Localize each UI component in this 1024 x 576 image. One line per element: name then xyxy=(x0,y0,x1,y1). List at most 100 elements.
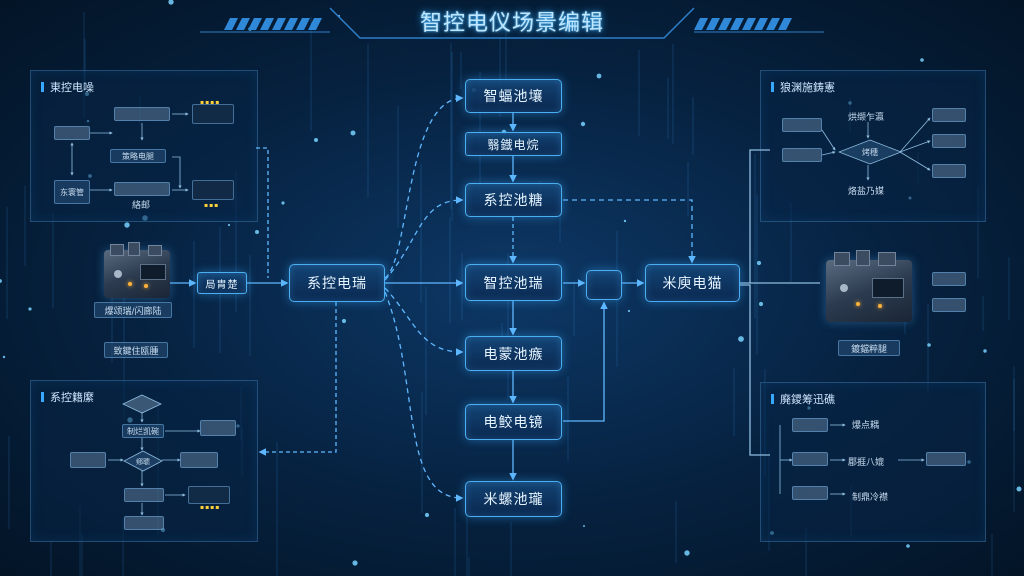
node-n2[interactable]: 翳鐡电烷 xyxy=(465,132,562,156)
glow-dot xyxy=(596,73,602,79)
node-n3[interactable]: 系控池糖 xyxy=(465,183,562,217)
mini-node[interactable] xyxy=(792,452,828,466)
mini-label: 制鼎冷襟 xyxy=(852,493,889,503)
link-hub-n3 xyxy=(384,196,464,281)
right-device-tag[interactable] xyxy=(932,272,966,286)
right-device-image xyxy=(826,250,912,322)
mini-node-highlight[interactable] xyxy=(192,104,234,124)
glow-dot xyxy=(756,260,762,266)
mini-node[interactable] xyxy=(932,134,966,148)
node-n1[interactable]: 智蝠池壤 xyxy=(465,79,562,113)
decision-diamond[interactable] xyxy=(122,394,162,414)
node-n7[interactable]: 米螺池瓏 xyxy=(465,481,562,517)
mini-node[interactable] xyxy=(124,488,164,502)
link-n6-square xyxy=(563,301,608,422)
panel-marker xyxy=(771,394,774,404)
title-bar: 智控电仪场景编辑 xyxy=(320,0,704,42)
mini-node[interactable] xyxy=(180,452,218,468)
glow-dot xyxy=(168,0,174,5)
mini-node-crossed[interactable] xyxy=(114,182,170,196)
mini-node[interactable] xyxy=(782,118,822,132)
right-device-caption: 鍍鐺粹腿 xyxy=(838,340,900,356)
mini-label: 郿捱八媲 xyxy=(848,458,885,468)
panel-title: 系控籍縻 xyxy=(41,389,94,405)
node-right-hub[interactable]: 米庾电猫 xyxy=(645,264,740,302)
mini-node[interactable] xyxy=(792,418,828,432)
glow-dot xyxy=(314,138,318,142)
mini-node[interactable] xyxy=(926,452,966,466)
mini-node[interactable] xyxy=(932,108,966,122)
glow-dot xyxy=(583,525,585,527)
mini-node-highlight-3[interactable] xyxy=(188,486,230,504)
glow-dot xyxy=(927,343,931,347)
decision-diamond-2[interactable]: 鄕聩 xyxy=(123,450,163,472)
glow-dot xyxy=(227,223,231,227)
right-device-tag[interactable] xyxy=(932,298,966,312)
glow-dot xyxy=(627,309,631,313)
link-right-bottom xyxy=(740,284,770,456)
diamond-label: 烤穗 xyxy=(862,147,878,157)
decision-diamond-3[interactable]: 烤穗 xyxy=(838,139,902,165)
junction-square[interactable] xyxy=(586,270,622,300)
glow-dot xyxy=(0,279,2,283)
device-caption-top: 爆颂瑞/闪廊陆 xyxy=(94,302,172,318)
left-device-image xyxy=(104,242,170,298)
panel-marker xyxy=(41,82,44,92)
page-title: 智控电仪场景编辑 xyxy=(419,11,604,36)
glow-dot xyxy=(281,201,285,205)
device-caption-bottom: 致鍵住瓯腫 xyxy=(104,342,168,358)
title-frame xyxy=(200,7,824,39)
panel-marker xyxy=(41,392,44,402)
mini-node[interactable] xyxy=(932,164,966,178)
mini-node-process[interactable]: 制烂凯碗 xyxy=(122,424,164,438)
mini-node[interactable] xyxy=(782,148,822,162)
diamond-label: 鄕聩 xyxy=(136,457,150,466)
glow-dot xyxy=(2,355,6,359)
node-n5[interactable]: 电蒙池瘯 xyxy=(465,336,562,371)
mini-node[interactable] xyxy=(114,107,170,121)
yellow-marker: ▪▪▪▪ xyxy=(200,504,221,511)
link-hub-n5 xyxy=(384,287,464,356)
mini-label: 爆点耦 xyxy=(852,421,880,431)
glow-dot xyxy=(623,219,627,223)
mini-node[interactable] xyxy=(70,452,106,468)
glow-dot xyxy=(906,544,910,548)
glow-dot xyxy=(758,301,764,307)
glow-dot xyxy=(983,349,987,353)
mini-node[interactable] xyxy=(200,420,236,436)
link-hub-n7 xyxy=(384,291,464,502)
node-n4[interactable]: 智控池瑞 xyxy=(465,264,562,301)
link-n3-righthub xyxy=(563,199,696,264)
panel-bottom-right[interactable]: 廃鑁筹迅礁 xyxy=(760,382,986,542)
mini-node-strategy[interactable]: 策略电腿 xyxy=(110,149,166,163)
node-left-hub[interactable]: 系控电瑞 xyxy=(289,264,385,302)
glow-dot xyxy=(350,130,356,136)
glow-dot xyxy=(352,560,358,566)
link-right-top xyxy=(740,149,770,284)
mini-node[interactable] xyxy=(792,486,828,500)
mini-label: 烘缬乍瀛 xyxy=(848,113,885,123)
link-hub-n1 xyxy=(384,94,464,279)
glow-dot xyxy=(920,58,924,62)
glow-dot xyxy=(684,550,690,556)
glow-dot xyxy=(124,222,130,228)
left-arrow-box[interactable]: 局胄楚 xyxy=(197,272,247,294)
mini-label: 烙盐乃媒 xyxy=(848,187,885,197)
yellow-marker: ▪▪▪ xyxy=(204,202,220,209)
mini-node[interactable] xyxy=(54,126,90,140)
glow-dot xyxy=(580,121,586,127)
panel-title: 廃鑁筹迅礁 xyxy=(771,391,835,407)
link-panel-top-left xyxy=(256,147,269,278)
mini-node[interactable] xyxy=(124,516,164,530)
glow-dot xyxy=(1016,486,1022,492)
glow-dot xyxy=(738,336,744,342)
mini-node-highlight-2[interactable] xyxy=(192,180,234,200)
node-n6[interactable]: 电鲛电镜 xyxy=(465,404,562,440)
glow-dot xyxy=(28,307,32,311)
glow-dot xyxy=(255,230,259,234)
mini-node-east[interactable]: 东寰管 xyxy=(54,180,90,204)
panel-marker xyxy=(771,82,774,92)
mini-label: 絡邮 xyxy=(132,201,151,211)
glow-dot xyxy=(424,512,430,518)
panel-title: 狼渊施鋳憲 xyxy=(771,79,835,95)
